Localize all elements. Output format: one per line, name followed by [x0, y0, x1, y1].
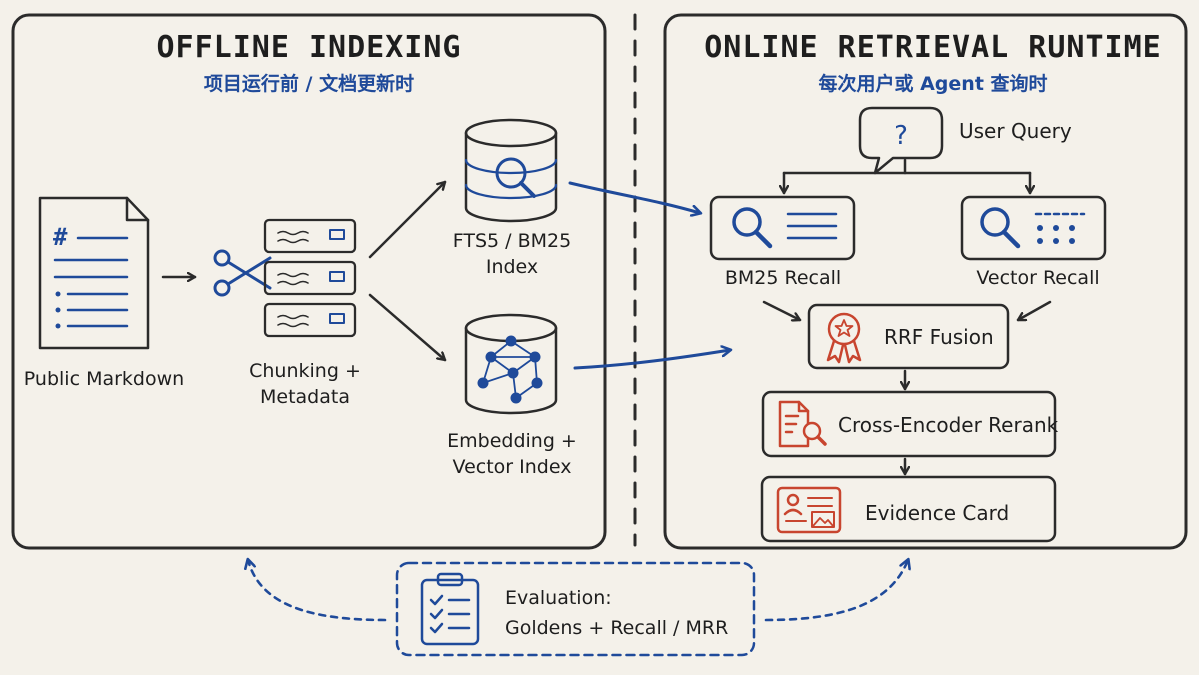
online-panel: [663, 13, 1188, 550]
offline-title: OFFLINE INDEXING: [157, 30, 462, 65]
scissors-icon: [213, 249, 272, 297]
arrow-eval-to-online: [764, 560, 908, 622]
svg-text:?: ?: [894, 121, 908, 151]
arrow-vector-to-fusion: [573, 350, 730, 370]
online-subtitle: 每次用户或 Agent 查询时: [818, 72, 1047, 95]
user-query-label: User Query: [959, 119, 1072, 143]
fts-label-line1: FTS5 / BM25: [453, 230, 571, 252]
rerank-label: Cross-Encoder Rerank: [838, 413, 1059, 437]
fts-label-line2: Index: [486, 256, 538, 278]
rrf-fusion-box: [807, 303, 1010, 370]
vector-recall-box: [960, 195, 1107, 261]
arrow-chunk-to-vector: [368, 293, 447, 362]
evaluation-line2: Goldens + Recall / MRR: [505, 617, 728, 639]
arrow-bm25-to-fusion: [762, 300, 802, 320]
embedding-label-line2: Vector Index: [453, 456, 572, 478]
svg-text:#: #: [53, 223, 68, 251]
question-bubble-icon: ?: [858, 106, 944, 175]
clipboard-checklist-icon: [420, 572, 480, 646]
embedding-label-line1: Embedding +: [447, 430, 577, 452]
evaluation-box: [395, 561, 756, 657]
rrf-fusion-label: RRF Fusion: [884, 325, 994, 349]
source-label: Public Markdown: [24, 368, 184, 390]
bm25-recall-label: BM25 Recall: [725, 267, 841, 289]
evidence-card-label: Evidence Card: [865, 501, 1009, 525]
search-dots-icon: [980, 207, 1086, 249]
search-list-icon: [732, 207, 838, 249]
chunk-stack-icon: [263, 218, 357, 338]
chunking-label-line2: Metadata: [260, 386, 350, 408]
rerank-box: [761, 390, 1057, 458]
offline-panel: [11, 13, 607, 550]
markdown-document-icon: #: [38, 196, 150, 350]
query-branch-arrows: [784, 158, 1030, 195]
evidence-card-box: [760, 475, 1057, 543]
id-card-icon: [776, 486, 842, 534]
vector-recall-label: Vector Recall: [976, 267, 1099, 289]
arrow-chunk-to-fts: [368, 180, 447, 259]
offline-subtitle: 项目运行前 / 文档更新时: [204, 72, 414, 95]
arrow-vector-to-fusion-box: [1016, 300, 1052, 320]
vector-database-icon: [464, 313, 558, 415]
evaluation-line1: Evaluation:: [505, 587, 612, 609]
arrow-fts-to-bm25: [568, 181, 700, 213]
online-title: ONLINE RETRIEVAL RUNTIME: [704, 30, 1161, 65]
search-database-icon: [464, 118, 558, 223]
document-search-icon: [778, 400, 827, 448]
award-ribbon-icon: [826, 312, 862, 364]
arrow-eval-to-offline: [248, 560, 387, 622]
bm25-recall-box: [709, 195, 856, 261]
chunking-label-line1: Chunking +: [249, 360, 361, 382]
